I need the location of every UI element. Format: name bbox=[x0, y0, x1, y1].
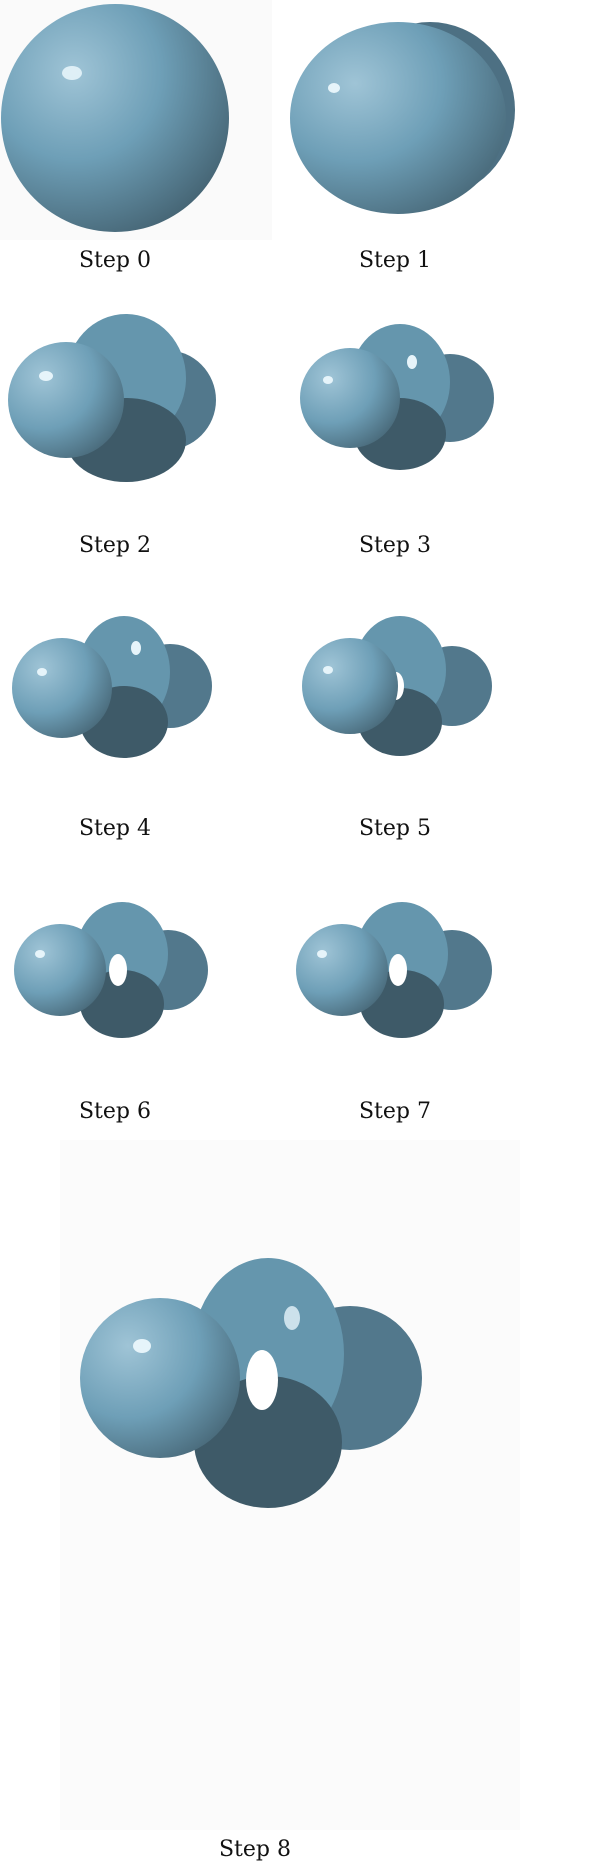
surface-render-3 bbox=[300, 324, 494, 470]
step-label-7: Step 7 bbox=[358, 1099, 431, 1124]
step-panel-4 bbox=[0, 590, 240, 790]
step-label-3: Step 3 bbox=[358, 533, 431, 558]
surface-render-8 bbox=[60, 1140, 520, 1830]
step-panel-7 bbox=[280, 878, 520, 1068]
step-panel-5 bbox=[280, 590, 520, 790]
surface-render-2 bbox=[8, 314, 216, 482]
surface-render-1 bbox=[290, 22, 515, 214]
step-label-1: Step 1 bbox=[358, 248, 431, 273]
surface-render-6 bbox=[14, 902, 208, 1038]
step-panel-6 bbox=[0, 878, 240, 1068]
step-panel-2 bbox=[0, 300, 240, 500]
step-panel-8 bbox=[60, 1140, 520, 1830]
step-label-4: Step 4 bbox=[78, 816, 151, 841]
surface-render-0 bbox=[0, 0, 272, 240]
step-label-8: Step 8 bbox=[218, 1837, 291, 1862]
step-label-5: Step 5 bbox=[358, 816, 431, 841]
surface-render-5 bbox=[302, 616, 492, 756]
step-panel-0 bbox=[0, 0, 272, 240]
step-panel-3 bbox=[280, 300, 520, 500]
step-panel-1 bbox=[280, 0, 520, 240]
step-label-2: Step 2 bbox=[78, 533, 151, 558]
step-label-0: Step 0 bbox=[78, 248, 151, 273]
surface-render-4 bbox=[12, 616, 212, 758]
surface-render-7 bbox=[296, 902, 492, 1038]
step-label-6: Step 6 bbox=[78, 1099, 151, 1124]
